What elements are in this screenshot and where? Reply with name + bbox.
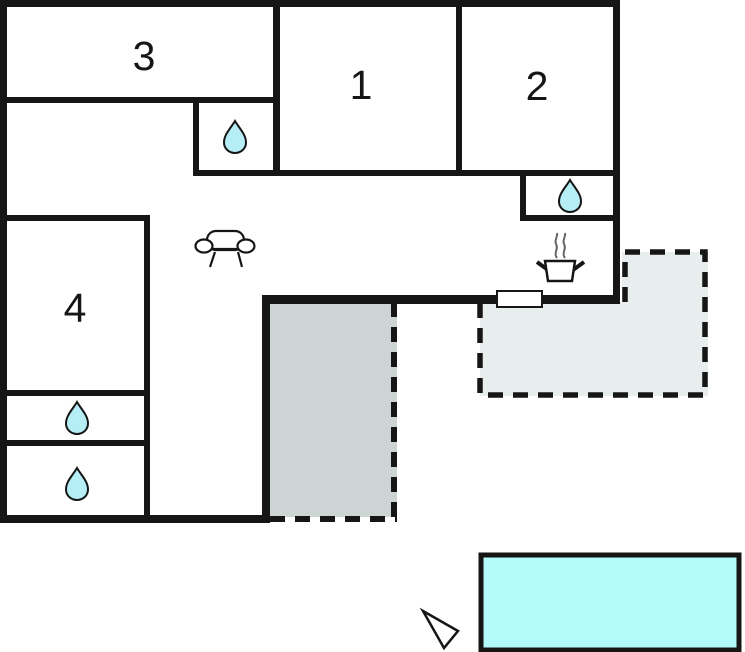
terrace-center bbox=[270, 300, 397, 517]
wall-room3-room1-divider bbox=[273, 0, 280, 176]
water-drop-icons bbox=[64, 119, 583, 502]
water-drop-icon bbox=[557, 178, 583, 214]
wall-room4-top bbox=[0, 215, 150, 221]
room-2-label: 2 bbox=[526, 63, 549, 109]
water-drop-icon bbox=[222, 119, 248, 155]
terrace-right-dashed-border bbox=[477, 249, 708, 398]
wall-room4-right bbox=[144, 215, 150, 523]
wall-room4-divider2 bbox=[0, 440, 150, 446]
wall-right bbox=[613, 0, 620, 302]
wall-bath-a-left bbox=[193, 97, 199, 176]
water-drop-icon bbox=[64, 466, 90, 502]
steam-lines bbox=[554, 232, 567, 259]
wall-below-rooms-1-2 bbox=[193, 170, 620, 176]
terrace-right bbox=[480, 252, 708, 396]
room-1-label: 1 bbox=[350, 62, 373, 108]
sofa-legs bbox=[208, 251, 244, 268]
room-3-label: 3 bbox=[133, 33, 156, 79]
pot-body bbox=[543, 259, 577, 283]
sofa-armrest-left bbox=[194, 238, 214, 254]
wall-bath-b-bottom bbox=[520, 215, 620, 221]
wall-mid-vertical bbox=[262, 295, 270, 523]
pool bbox=[478, 552, 742, 652]
water-drop-icon bbox=[64, 400, 90, 436]
cooking-pot-icon bbox=[535, 232, 586, 283]
sofa-icon bbox=[194, 229, 256, 268]
sofa-armrest-right bbox=[236, 238, 256, 254]
wall-bath-b-left bbox=[520, 170, 526, 221]
door-window-marker bbox=[496, 290, 543, 308]
wall-kitchen-south bbox=[262, 295, 620, 304]
room-4-label: 4 bbox=[64, 285, 87, 331]
wall-bottom bbox=[0, 515, 270, 523]
walls bbox=[0, 0, 620, 523]
wall-below-room3 bbox=[0, 97, 280, 103]
terrace-center-dashed-border bbox=[270, 302, 397, 522]
wall-room4-divider1 bbox=[0, 390, 150, 396]
wall-left bbox=[0, 0, 7, 523]
compass-arrow-icon bbox=[419, 607, 460, 651]
wall-room1-room2-divider bbox=[456, 0, 462, 176]
wall-top bbox=[0, 0, 620, 7]
